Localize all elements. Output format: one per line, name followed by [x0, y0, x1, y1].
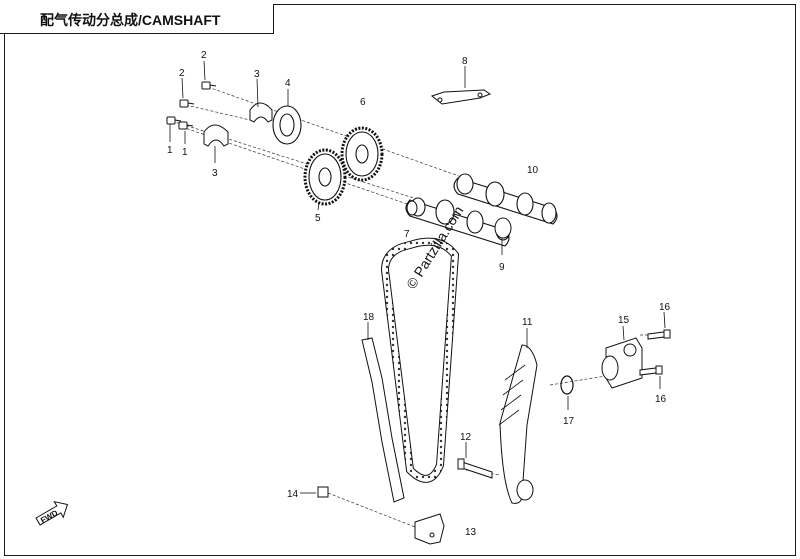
chain-tensioner-part — [601, 337, 643, 389]
page-title: 配气传动分总成/CAMSHAFT — [0, 4, 274, 34]
callout-16-bottom: 16 — [655, 394, 667, 405]
tensioner-bolt-part — [639, 329, 671, 376]
camshaft-bearing-part — [406, 200, 512, 239]
callout-7: 7 — [404, 229, 410, 240]
exhaust-sprocket-part — [340, 126, 384, 182]
callout-3-bottom: 3 — [212, 168, 218, 179]
bolt-part — [166, 81, 217, 130]
callout-16-top: 16 — [659, 302, 671, 313]
chain-guide-part — [361, 337, 405, 503]
cam-cap-part — [203, 102, 273, 147]
callout-12: 12 — [460, 432, 472, 443]
camshaft-part — [405, 173, 558, 247]
callout-14: 14 — [287, 489, 299, 500]
callout-9: 9 — [499, 262, 505, 273]
leader-lines — [169, 60, 666, 494]
callout-6: 6 — [360, 97, 366, 108]
cam-chain-guide-plate-part — [430, 89, 492, 105]
intake-sprocket-part — [303, 148, 347, 206]
callout-13: 13 — [465, 527, 477, 538]
callout-4: 4 — [285, 78, 291, 89]
callout-3-top: 3 — [254, 69, 260, 80]
callout-1-left: 1 — [167, 145, 173, 156]
plug-bolt-part — [317, 486, 329, 498]
callout-10: 10 — [527, 165, 539, 176]
o-ring-part — [560, 375, 574, 395]
callout-labels: 2 2 3 4 6 8 1 1 3 10 5 7 9 18 11 15 16 1… — [167, 50, 671, 538]
callout-17: 17 — [563, 416, 575, 427]
callout-1-right: 1 — [182, 147, 188, 158]
chain-guide-bracket-part — [414, 513, 445, 545]
tensioner-blade-part — [498, 344, 538, 504]
forward-direction-badge: FWD — [35, 500, 69, 526]
callout-5: 5 — [315, 213, 321, 224]
diagram-frame — [4, 4, 796, 556]
phaser-ring-part — [272, 105, 302, 145]
callout-2-top: 2 — [201, 50, 207, 61]
callout-15: 15 — [618, 315, 630, 326]
callout-8: 8 — [462, 56, 468, 67]
axis-lines — [171, 86, 664, 528]
callout-2-left: 2 — [179, 68, 185, 79]
callout-18: 18 — [363, 312, 375, 323]
callout-11: 11 — [522, 317, 533, 328]
timing-chain-part — [380, 237, 460, 483]
guide-pivot-bolt-part — [457, 458, 493, 479]
